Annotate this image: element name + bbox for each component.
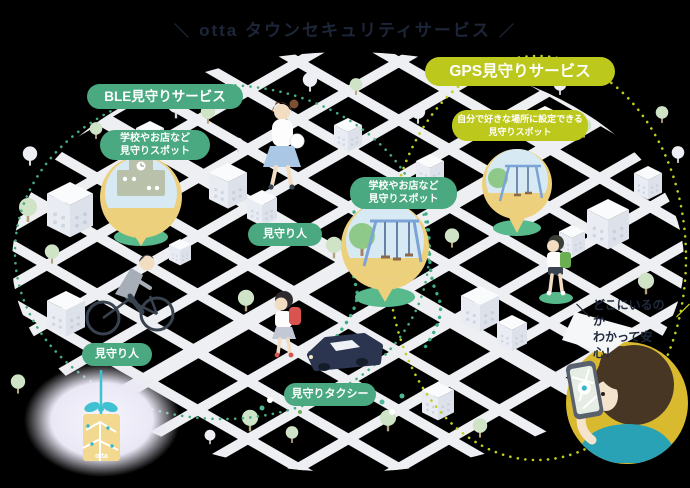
school-spot-pin [100,156,182,246]
cyclist [85,254,175,336]
swing-set-icon [362,219,423,267]
label-watcher-top: 見守り人 [248,223,322,246]
location-callout: ＼ どこにいるのか わかって安心！ ／ [576,298,690,360]
label-custom-spot: 自分で好きな場所に設定できる 見守りスポット [452,110,588,141]
schoolgirl-with-backpack [272,291,301,358]
school-building-icon [117,158,165,196]
speech-cloud [562,312,640,354]
otta-keychain-tag: otta [82,370,120,461]
badge-ble-service: BLE見守りサービス [87,84,243,109]
app-user-with-phone [565,342,688,464]
label-watcher-left: 見守り人 [82,343,152,366]
label-school-spot-center: 学校やお店など 見守りスポット [350,177,457,209]
badge-gps-service: GPS見守りサービス [425,57,615,86]
title-decor-right: ／ [498,23,516,40]
confetti-dots [259,393,405,415]
callout-decor-right: ／ [676,303,690,319]
title-decor-left: ＼ [174,23,192,40]
title-text: otta タウンセキュリティサービス [199,21,491,40]
ble-zone-dashed-circle [13,83,431,421]
playground-spot-pin [341,202,429,307]
walking-woman [263,99,305,190]
taxi-car [307,333,383,371]
schoolboy-with-backpack [539,235,573,304]
swing-set-icon-small [498,164,544,202]
label-school-spot-left: 学校やお店など 見守りスポット [100,130,210,160]
device-brand-text: otta [95,453,108,460]
phone-with-map-icon [565,360,604,420]
label-watch-taxi: 見守りタクシー [284,383,376,406]
page-title: ＼ otta タウンセキュリティサービス ／ [0,16,690,41]
callout-decor-left: ＼ [576,303,590,319]
gps-spot-pin [482,149,552,236]
